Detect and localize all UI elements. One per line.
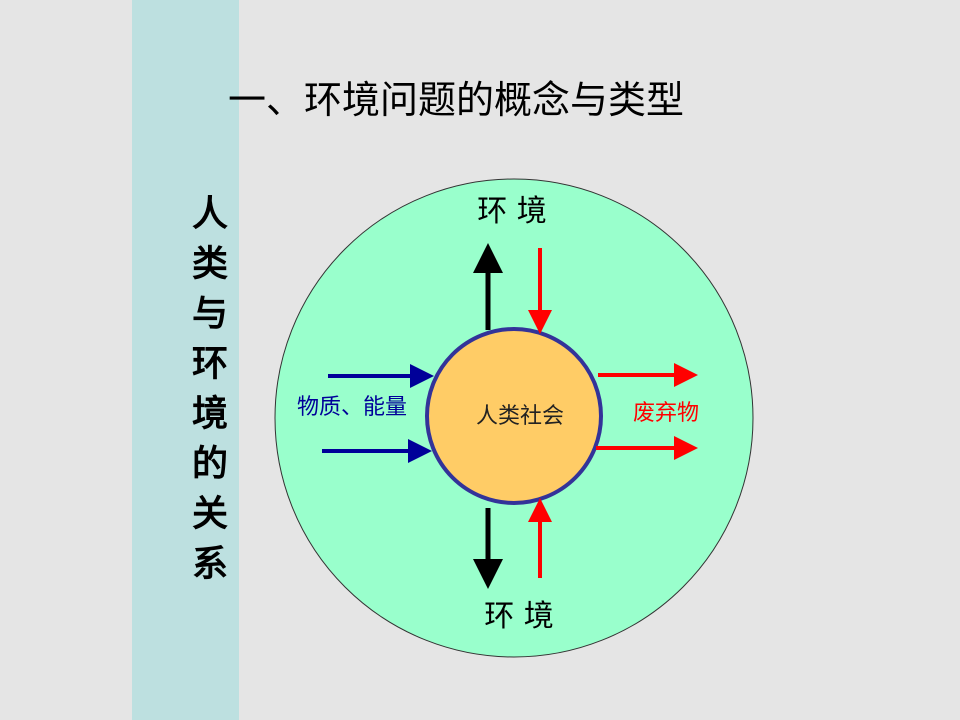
sidebar-band bbox=[132, 0, 239, 720]
environment-label-top: 环 境 bbox=[477, 194, 547, 229]
matter-energy-label: 物质、能量 bbox=[297, 395, 407, 420]
human-society-label: 人类社会 bbox=[476, 404, 564, 429]
environment-label-bottom: 环 境 bbox=[484, 599, 554, 634]
human-society-circle bbox=[425, 327, 603, 505]
slide-title: 一、环境问题的概念与类型 bbox=[228, 78, 685, 122]
vertical-side-title: 人类与环境的关系 bbox=[186, 194, 228, 594]
waste-label: 废弃物 bbox=[633, 401, 699, 426]
